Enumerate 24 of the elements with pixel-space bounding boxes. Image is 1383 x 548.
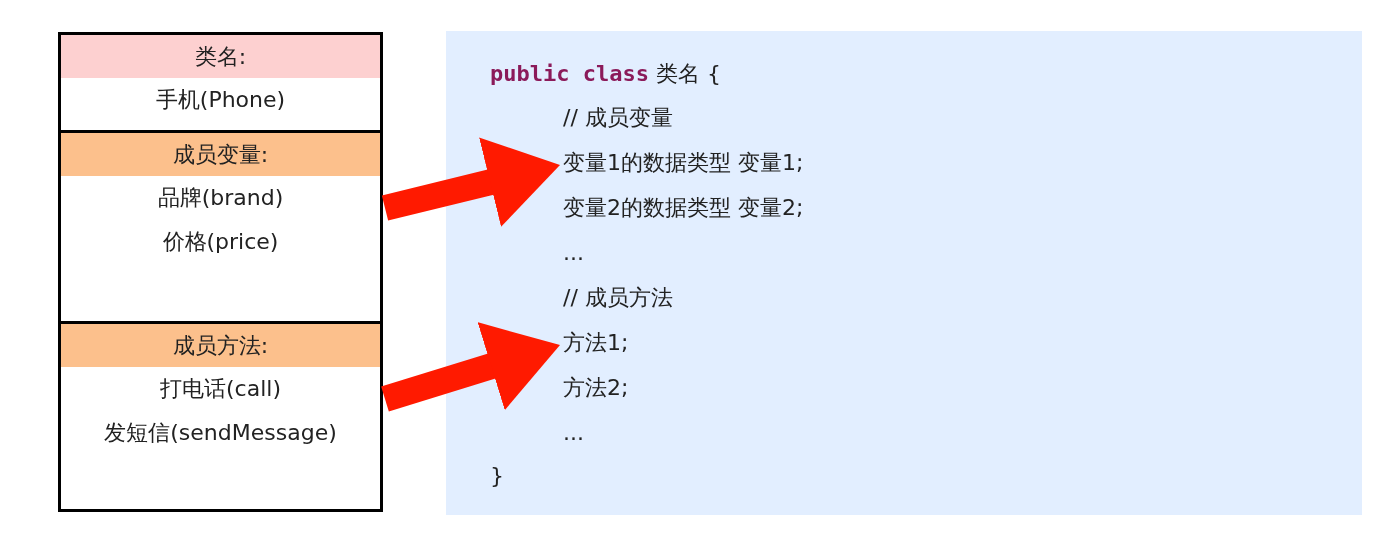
class-section-box [58, 130, 383, 324]
class-section-box [58, 321, 383, 512]
code-line: ... [563, 239, 585, 267]
code-line: // 成员方法 [563, 284, 673, 312]
section-header: 类名: [61, 35, 380, 78]
arrow [381, 137, 560, 227]
code-line: } [490, 462, 504, 490]
code-panel [446, 31, 1362, 515]
member-text: 品牌(brand) [156, 184, 285, 212]
code-line: // 成员变量 [563, 104, 674, 132]
member-text: 发短信(sendMessage) [103, 419, 338, 447]
member-text: 手机(Phone) [154, 86, 287, 114]
class-section-box [58, 32, 383, 133]
code-line: 变量1的数据类型 变量1; [563, 149, 804, 177]
section-header: 成员变量: [61, 133, 380, 176]
code-line: 变量2的数据类型 变量2; [563, 194, 804, 222]
section-header: 成员方法: [61, 324, 380, 367]
code-line: ... [563, 419, 585, 447]
code-line: 方法1; [563, 329, 630, 357]
code-line: 方法2; [563, 374, 630, 402]
member-text: 价格(price) [161, 228, 280, 256]
arrow [381, 322, 560, 412]
code-line: public class 类名 { [490, 60, 721, 88]
member-text: 打电话(call) [159, 375, 282, 403]
